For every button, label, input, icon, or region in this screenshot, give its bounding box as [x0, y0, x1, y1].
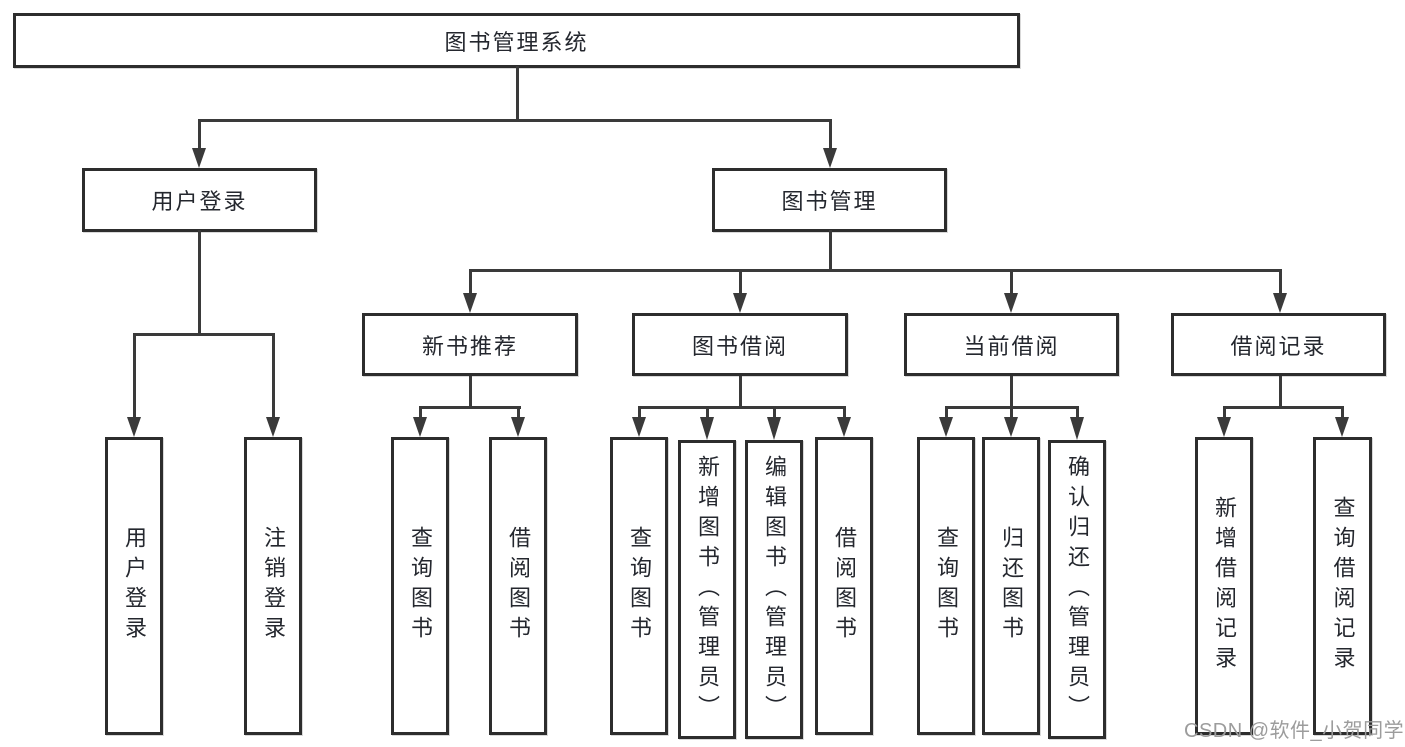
connector-root-trunk: [516, 66, 519, 122]
connector-bookmgmt-drop-2: [739, 269, 742, 295]
node-user-login-label: 用户登录: [151, 189, 248, 214]
connector-current-drop-3: [1076, 406, 1079, 420]
arrow-down-icon: [192, 148, 206, 168]
leaf-newbook-query-books-label: 查询图书: [408, 526, 433, 646]
connector-bookmgmt-bar: [469, 269, 1282, 272]
node-current-borrowing-label: 当前借阅: [963, 333, 1060, 359]
node-book-borrowing: 图书借阅: [632, 313, 848, 376]
connector-root-bar: [198, 119, 832, 122]
connector-userlogin-bar: [133, 333, 275, 336]
node-borrowing-records: 借阅记录: [1171, 313, 1386, 376]
arrow-down-icon: [1004, 417, 1018, 437]
leaf-user-login-label: 用户登录: [122, 526, 147, 646]
node-new-book-recommend: 新书推荐: [362, 313, 578, 376]
arrow-down-icon: [1004, 293, 1018, 313]
node-current-borrowing: 当前借阅: [904, 313, 1119, 376]
connector-borrowing-drop-3: [773, 406, 776, 420]
connector-borrowing-trunk: [739, 376, 742, 409]
connector-records-trunk: [1279, 376, 1282, 409]
connector-records-drop-1: [1223, 406, 1226, 420]
leaf-current-return-books: 归还图书: [982, 437, 1040, 735]
connector-borrowing-drop-2: [706, 406, 709, 420]
leaf-borrowing-edit-books-admin-label: 编辑图书（管理员）: [762, 454, 787, 725]
connector-borrowing-drop-1: [638, 406, 641, 420]
leaf-newbook-query-books: 查询图书: [391, 437, 449, 735]
arrow-down-icon: [1070, 417, 1084, 440]
node-book-borrowing-label: 图书借阅: [691, 333, 788, 359]
connector-bookmgmt-trunk: [829, 230, 832, 272]
node-library-system: 图书管理系统: [13, 13, 1020, 68]
connector-bookmgmt-drop-1: [469, 269, 472, 295]
leaf-newbook-borrow-books: 借阅图书: [489, 437, 547, 735]
leaf-newbook-borrow-books-label: 借阅图书: [506, 526, 531, 646]
leaf-current-confirm-return-admin-label: 确认归还（管理员）: [1065, 454, 1090, 725]
arrow-down-icon: [266, 417, 280, 437]
node-library-system-label: 图书管理系统: [444, 29, 589, 55]
connector-current-drop-1: [945, 406, 948, 420]
connector-newbook-drop-1: [419, 406, 422, 420]
connector-borrowing-drop-4: [843, 406, 846, 420]
leaf-records-query-record-label: 查询借阅记录: [1330, 496, 1356, 676]
arrow-down-icon: [767, 417, 781, 440]
node-user-login: 用户登录: [82, 168, 317, 232]
node-borrowing-records-label: 借阅记录: [1230, 333, 1327, 359]
arrow-down-icon: [837, 417, 851, 437]
arrow-down-icon: [632, 417, 646, 437]
connector-root-drop-left: [198, 119, 201, 150]
leaf-user-login: 用户登录: [105, 437, 163, 735]
arrow-down-icon: [733, 293, 747, 313]
arrow-down-icon: [1335, 417, 1349, 437]
leaf-borrowing-borrow-books-label: 借阅图书: [832, 526, 857, 646]
leaf-records-query-record: 查询借阅记录: [1313, 437, 1372, 735]
arrow-down-icon: [413, 417, 427, 437]
arrow-down-icon: [511, 417, 525, 437]
arrow-down-icon: [1217, 417, 1231, 437]
node-book-management: 图书管理: [712, 168, 947, 232]
arrow-down-icon: [700, 417, 714, 440]
leaf-current-confirm-return-admin: 确认归还（管理员）: [1048, 440, 1106, 739]
connector-bookmgmt-drop-3: [1010, 269, 1013, 295]
arrow-down-icon: [1273, 293, 1287, 313]
node-new-book-recommend-label: 新书推荐: [421, 333, 518, 359]
csdn-watermark: CSDN @软件_小贺同学: [1184, 720, 1405, 742]
connector-userlogin-drop-2: [272, 333, 275, 419]
leaf-records-add-record: 新增借阅记录: [1195, 437, 1253, 735]
arrow-down-icon: [939, 417, 953, 437]
connector-records-bar: [1223, 406, 1344, 409]
leaf-logout-label: 注销登录: [261, 526, 286, 646]
leaf-current-return-books-label: 归还图书: [999, 526, 1024, 646]
connector-userlogin-trunk: [198, 230, 201, 336]
connector-bookmgmt-drop-4: [1279, 269, 1282, 295]
connector-current-drop-2: [1010, 406, 1013, 420]
leaf-borrowing-query-books: 查询图书: [610, 437, 668, 735]
connector-current-trunk: [1010, 376, 1013, 409]
arrow-down-icon: [823, 148, 837, 168]
connector-newbook-bar: [419, 406, 521, 409]
leaf-borrowing-add-books-admin: 新增图书（管理员）: [678, 440, 736, 739]
connector-newbook-trunk: [469, 376, 472, 409]
connector-userlogin-drop-1: [133, 333, 136, 419]
leaf-borrowing-edit-books-admin: 编辑图书（管理员）: [745, 440, 803, 739]
connector-borrowing-bar: [638, 406, 846, 409]
leaf-borrowing-borrow-books: 借阅图书: [815, 437, 873, 735]
connector-newbook-drop-2: [517, 406, 520, 420]
leaf-borrowing-add-books-admin-label: 新增图书（管理员）: [695, 454, 720, 725]
arrow-down-icon: [127, 417, 141, 437]
connector-records-drop-2: [1341, 406, 1344, 420]
leaf-logout: 注销登录: [244, 437, 302, 735]
node-book-management-label: 图书管理: [781, 189, 878, 214]
leaf-current-query-books-label: 查询图书: [934, 526, 959, 646]
connector-root-drop-right: [829, 119, 832, 150]
leaf-records-add-record-label: 新增借阅记录: [1212, 496, 1237, 676]
leaf-current-query-books: 查询图书: [917, 437, 975, 735]
arrow-down-icon: [463, 293, 477, 313]
leaf-borrowing-query-books-label: 查询图书: [627, 526, 652, 646]
